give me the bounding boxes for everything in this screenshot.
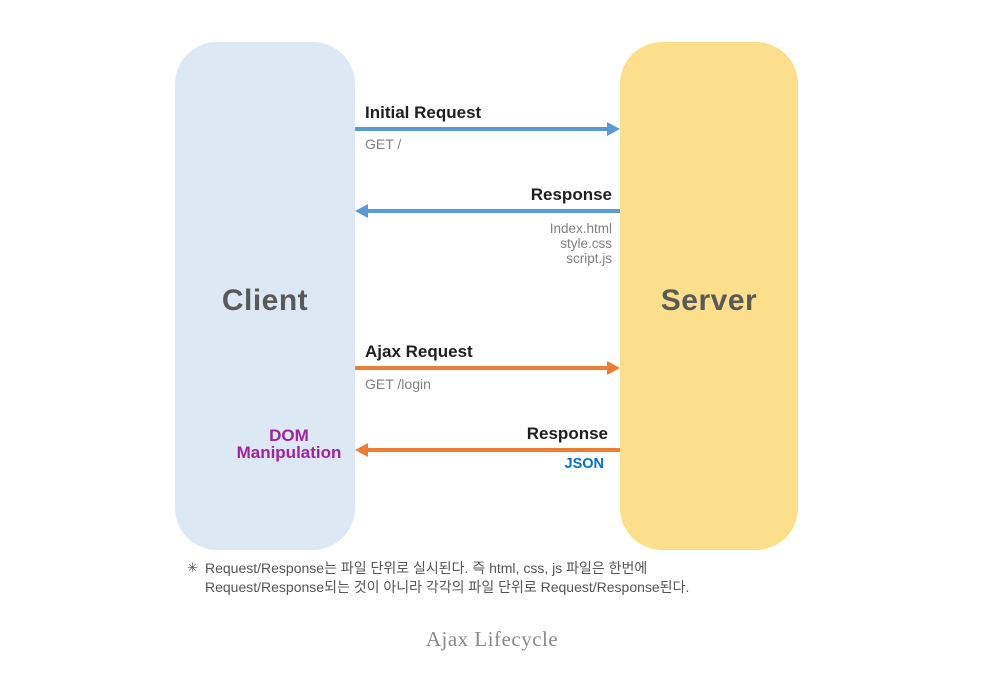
ajax-response-label: Response (526, 424, 608, 443)
initial-response-label: Response (530, 185, 612, 204)
footnote-line1: Request/Response는 파일 단위로 실시된다. 즉 html, c… (205, 560, 648, 576)
initial-request-detail: GET / (365, 136, 402, 152)
ajax-request-arrow-icon (355, 361, 620, 375)
response-file: script.js (566, 251, 612, 266)
server-box (620, 42, 798, 550)
response-file: style.css (560, 236, 612, 251)
ajax-request-label: Ajax Request (365, 342, 473, 361)
dom-manipulation-annotation: DOM Manipulation (218, 427, 360, 461)
client-label: Client (221, 284, 309, 317)
dom-manipulation-line2: Manipulation (236, 443, 342, 462)
client-box (175, 42, 355, 550)
ajax-response-detail: JSON (564, 456, 605, 472)
diagram-caption: Ajax Lifecycle (425, 627, 559, 651)
footnote: ✳ Request/Response는 파일 단위로 실시된다. 즉 html,… (187, 559, 787, 596)
initial-response-files: Index.html style.css script.js (360, 221, 612, 266)
server-label: Server (660, 284, 758, 317)
initial-request-label: Initial Request (365, 103, 482, 122)
footnote-line2: Request/Response되는 것이 아니라 각각의 파일 단위로 Req… (205, 578, 690, 595)
dom-manipulation-line1: DOM (269, 426, 309, 445)
initial-request-arrow-icon (355, 122, 620, 136)
ajax-response-arrow-icon (355, 443, 620, 457)
initial-response-arrow-icon (355, 204, 620, 218)
response-file: Index.html (549, 221, 612, 236)
ajax-request-detail: GET /login (365, 376, 431, 392)
asterisk-icon: ✳ (187, 560, 198, 575)
